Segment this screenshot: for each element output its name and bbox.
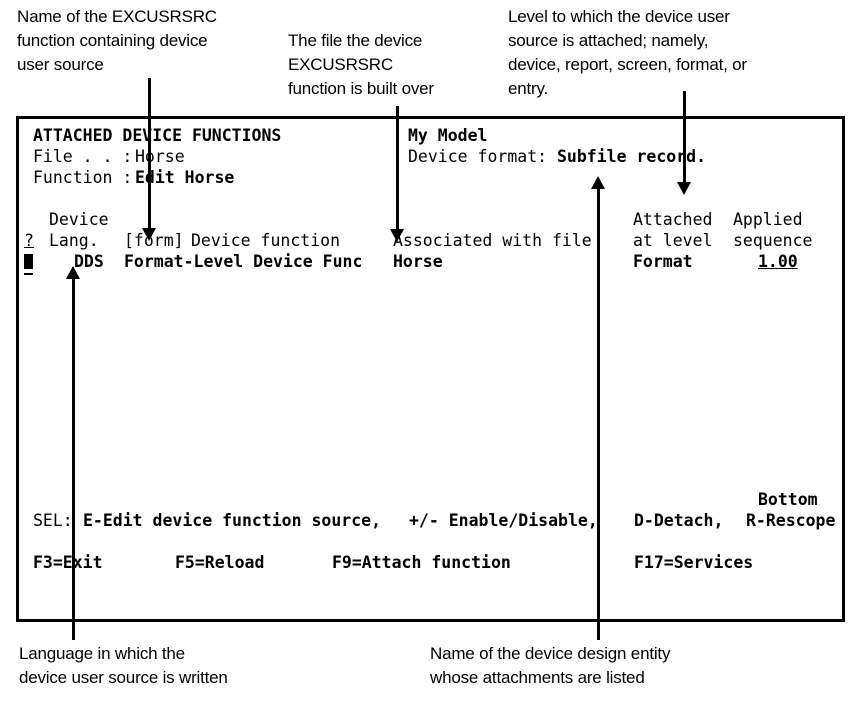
model-name: My Model (408, 126, 488, 145)
fkey-f3-exit[interactable]: F3=Exit (33, 553, 103, 572)
leader-line-design-entity (597, 188, 600, 640)
fkey-f9-attach-function[interactable]: F9=Attach function (332, 553, 511, 572)
sel-enable-disable-option: +/- Enable/Disable, (409, 511, 598, 530)
column-header-lang: Lang. (49, 231, 99, 250)
column-header-associated-file: Associated with file (393, 231, 592, 250)
leader-line-attached-level (683, 91, 686, 187)
annotation-top-left: Name of the EXCUSRSRC function containin… (17, 7, 217, 74)
device-format-value: Subfile record. (557, 147, 707, 166)
arrowhead-language (66, 266, 80, 279)
sel-prefix-label: SEL: (33, 511, 73, 530)
annotation-top-mid: The file the device EXCUSRSRC function i… (288, 31, 434, 98)
column-header-attached-1: Attached (633, 210, 713, 229)
device-format-label: Device format: (408, 147, 548, 166)
terminal-window: ATTACHED DEVICE FUNCTIONS My Model File … (16, 116, 845, 622)
leader-line-file-built-over (396, 106, 399, 234)
fkey-f17-services[interactable]: F17=Services (634, 553, 754, 572)
row-select-cursor[interactable] (24, 251, 33, 275)
row-attached-level: Format (633, 252, 693, 271)
screen-title: ATTACHED DEVICE FUNCTIONS (33, 126, 282, 145)
terminal-screen: ATTACHED DEVICE FUNCTIONS My Model File … (19, 119, 842, 619)
column-header-applied-1: Applied (733, 210, 803, 229)
column-header-device-function: Device function (191, 231, 341, 250)
annotation-bottom-right: Name of the device design entity whose a… (430, 644, 671, 687)
row-device-function: Format-Level Device Func (124, 252, 363, 271)
column-header-device: Device (49, 210, 109, 229)
leader-line-excusrsrc-function (148, 78, 151, 233)
sel-detach-option: D-Detach, (634, 511, 724, 530)
fkey-f5-reload[interactable]: F5=Reload (175, 553, 265, 572)
file-value: Horse (135, 147, 185, 166)
function-label: Function : (33, 168, 133, 187)
column-header-format: [form] (124, 231, 184, 250)
file-label: File . . : (33, 147, 133, 166)
arrowhead-attached-level (677, 182, 691, 195)
leader-line-language (72, 278, 75, 640)
function-value: Edit Horse (135, 168, 235, 187)
arrowhead-excusrsrc-function (142, 228, 156, 241)
column-header-attached-2: at level (633, 231, 713, 250)
row-applied-sequence[interactable]: 1.00 (758, 252, 798, 271)
sel-edit-option: E-Edit device function source, (83, 511, 382, 530)
annotation-top-right: Level to which the device user source is… (508, 7, 747, 98)
text-cursor[interactable] (24, 254, 33, 269)
row-lang: DDS (74, 252, 104, 271)
arrowhead-design-entity (591, 176, 605, 189)
sel-rescope-option: R-Rescope (746, 511, 836, 530)
column-header-applied-2: sequence (733, 231, 813, 250)
arrowhead-file-built-over (390, 229, 404, 242)
row-associated-file: Horse (393, 252, 443, 271)
column-header-select: ? (24, 231, 34, 250)
annotation-bottom-left: Language in which the device user source… (19, 644, 228, 687)
bottom-marker: Bottom (758, 490, 818, 509)
